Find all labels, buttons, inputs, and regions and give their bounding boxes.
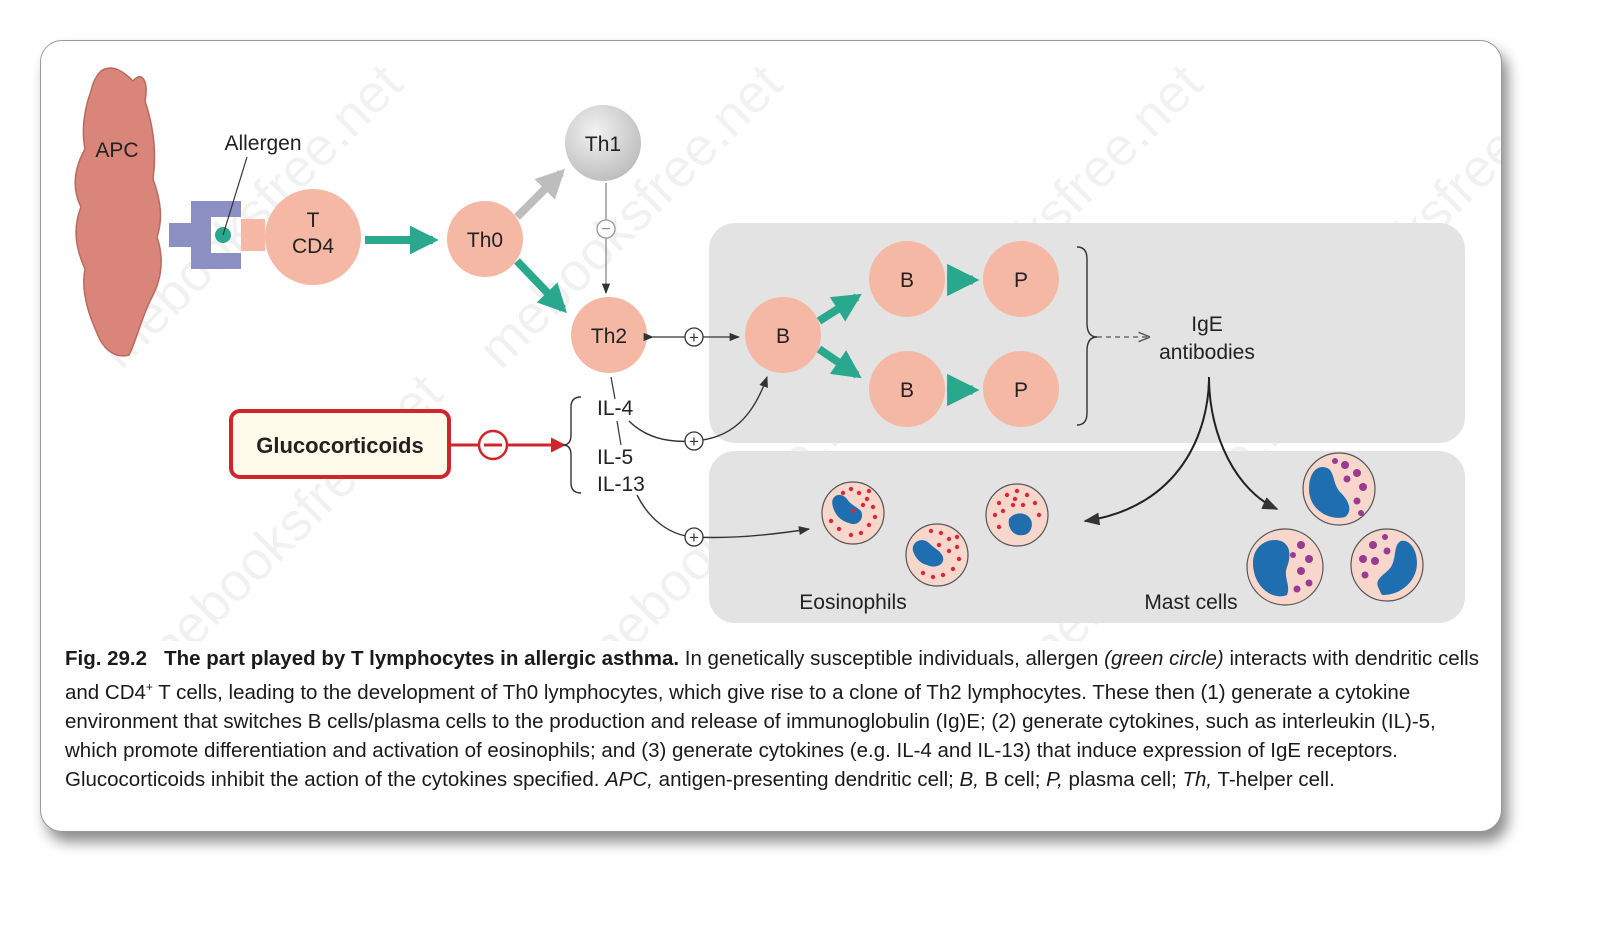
caption-text: antigen-presenting dendritic cell; (652, 767, 960, 791)
t-cd4-label-1: T (307, 209, 320, 232)
th0-to-th1-arrow (514, 168, 566, 220)
t-cd4-cell (265, 189, 361, 285)
eosinophil-cell (905, 523, 969, 587)
apc-label: APC (95, 139, 138, 162)
caption-text: T-helper cell. (1212, 767, 1335, 791)
plasma-cell-lower (983, 351, 1059, 427)
caption-text: interacts with dendritic cells and CD4 (65, 647, 1479, 704)
caption-italic: (green circle) (1104, 647, 1224, 670)
receptor-icon (169, 201, 241, 269)
b-to-b-lower-arrow (816, 345, 862, 379)
diagram: mebooksfree.net mebooksfree.net mebooksf… (74, 53, 1501, 641)
th0-cell (447, 201, 523, 277)
figure-caption: Fig. 29.2 The part played by T lymphocyt… (65, 644, 1485, 794)
caption-italic: APC, (605, 767, 653, 791)
il13-label: IL-13 (597, 473, 645, 496)
glucocorticoids-label: Glucocorticoids (256, 433, 423, 458)
il5-plus-symbol (684, 527, 704, 547)
th1-inhibit-symbol (596, 219, 616, 239)
plasma-cell-upper (983, 241, 1059, 317)
ige-to-eosinophils-arrow (1083, 376, 1210, 526)
th1-inhibit-sign: − (601, 221, 610, 238)
t-cd4-label-2: CD4 (292, 235, 334, 258)
th2-cell (571, 297, 647, 373)
plasma-cell-lower-label: P (1014, 379, 1028, 402)
caption-text: In genetically susceptible individuals, … (679, 647, 1105, 670)
mast-cell (1246, 528, 1324, 606)
caption-title: The part played by T lymphocytes in alle… (164, 647, 680, 670)
b-cell-lower (869, 351, 945, 427)
caption-fig-number: Fig. 29.2 (65, 647, 148, 670)
b-cell-central-label: B (776, 325, 790, 348)
mast-cell (1350, 528, 1424, 602)
mast-cell (1302, 452, 1376, 526)
plasma-cell-upper-label: P (1014, 269, 1028, 292)
ige-label-2: antibodies (1159, 341, 1255, 364)
caption-text: plasma cell; (1062, 767, 1183, 791)
caption-superscript: + (145, 680, 153, 694)
figure-card: mebooksfree.net mebooksfree.net mebooksf… (40, 40, 1502, 832)
caption-italic: Th, (1182, 767, 1213, 791)
t-cell-receptor (241, 219, 265, 251)
il5-plus-sign: + (689, 528, 699, 547)
caption-italic: P, (1046, 767, 1063, 791)
ige-to-mast-cells-arrow (1208, 376, 1279, 510)
ige-label-1: IgE (1191, 313, 1223, 336)
th1-cell (565, 105, 641, 181)
th2-b-plus-symbol (684, 327, 704, 347)
caption-text: B cell; (978, 767, 1047, 791)
caption-italic: B, (959, 767, 979, 791)
b-to-b-upper-arrow (816, 293, 862, 325)
eosinophils-label: Eosinophils (799, 591, 906, 614)
il4-to-il5-line (616, 420, 622, 446)
mast-cells-label: Mast cells (1144, 591, 1237, 614)
eosinophil-cell (985, 483, 1049, 547)
th0-label: Th0 (467, 229, 503, 252)
b-cell-upper (869, 241, 945, 317)
caption-text: T cells, leading to the development of T… (65, 680, 1436, 791)
cytokine-brace (562, 396, 582, 494)
allergen-pointer (222, 156, 248, 236)
b-cell-upper-label: B (900, 269, 914, 292)
th1-label: Th1 (585, 133, 621, 156)
th2-b-plus-sign: + (689, 328, 699, 347)
b-cell-lower-label: B (900, 379, 914, 402)
il4-plus-sign: + (689, 432, 699, 451)
b-cell-central (745, 297, 821, 373)
il5-label: IL-5 (597, 446, 633, 469)
apc-cell (74, 67, 162, 357)
th2-label: Th2 (591, 325, 627, 348)
il4-label: IL-4 (597, 397, 634, 420)
eosinophil-cell (821, 481, 885, 545)
svg-text:mebooksfree.net: mebooksfree.net (127, 363, 454, 641)
allergen-label: Allergen (224, 132, 301, 155)
il4-plus-symbol (684, 431, 704, 451)
th2-to-cytokines-line (610, 376, 616, 400)
th0-to-th2-arrow (514, 258, 567, 314)
